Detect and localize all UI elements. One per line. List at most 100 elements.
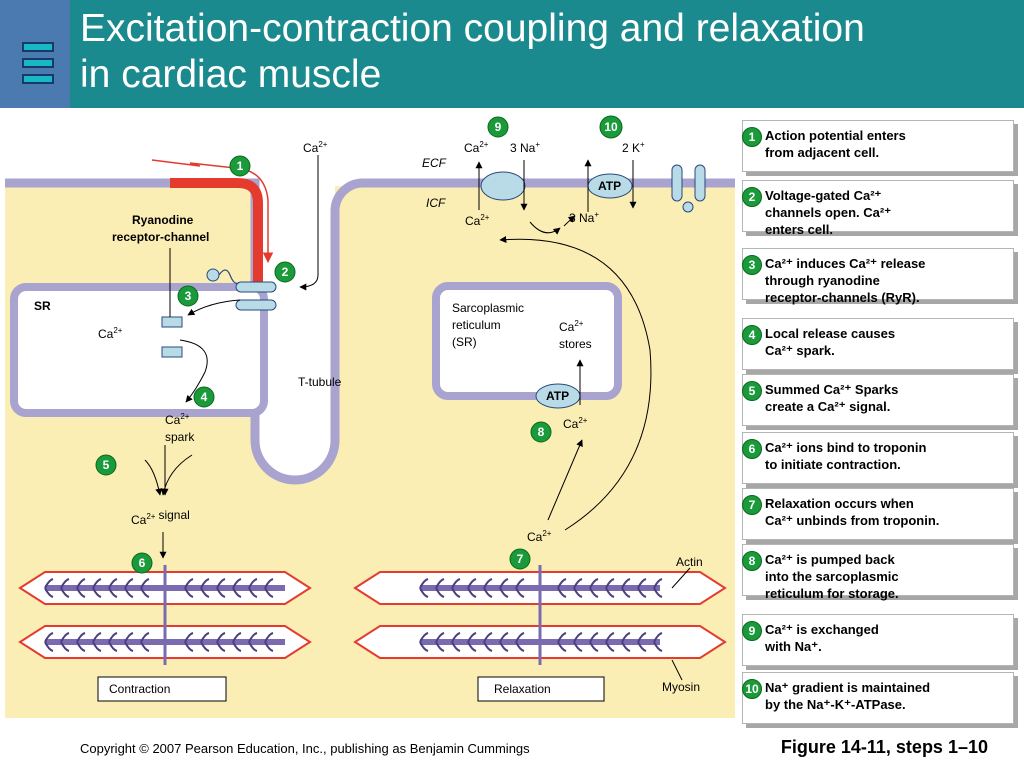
- myosin-head: [589, 632, 599, 643]
- title-line-2: in cardiac muscle: [80, 53, 382, 96]
- myosin-head: [60, 578, 70, 589]
- myosin-head: [232, 578, 242, 589]
- myosin-head: [419, 587, 429, 598]
- myosin-head: [483, 587, 493, 598]
- svg-text:10: 10: [604, 120, 618, 134]
- myosin-head: [621, 632, 631, 643]
- myosin-head: [184, 632, 194, 643]
- myosin-head: [76, 578, 86, 589]
- myosin-head: [605, 632, 615, 643]
- myosin-head: [637, 587, 647, 598]
- myosin-head: [573, 587, 583, 598]
- myosin-head: [216, 641, 226, 652]
- myosin-head: [184, 587, 194, 598]
- sarco-label-2: reticulum: [452, 318, 501, 332]
- myosin-label: Myosin: [662, 680, 700, 694]
- myosin-head: [44, 632, 54, 643]
- ryanodine-label-2: receptor-channel: [112, 230, 209, 244]
- myosin-head: [108, 641, 118, 652]
- step-text: Na⁺ gradient is maintained by the Na⁺-K⁺…: [765, 680, 931, 712]
- step-number-badge: 5: [742, 381, 762, 401]
- ca-entry-arrow: [299, 155, 319, 291]
- spark-summation-arrows: [144, 459, 163, 496]
- sr-left: [10, 283, 268, 417]
- svg-text:9: 9: [495, 120, 502, 134]
- step-text: Voltage-gated Ca²⁺ channels open. Ca²⁺ e…: [765, 188, 892, 237]
- myosin-head: [124, 632, 134, 643]
- myosin-head: [92, 587, 102, 598]
- myosin-head: [451, 578, 461, 589]
- ca-label-relax: Ca2+: [527, 529, 552, 544]
- step-text: Ca²⁺ ions bind to troponin to initiate c…: [765, 440, 927, 472]
- ttubule-label: T-tubule: [298, 375, 342, 389]
- ryanodine-channel-lower: [161, 346, 183, 358]
- na3-label-icf: 3 Na+: [569, 210, 599, 225]
- myosin-head: [44, 587, 54, 598]
- step-number-badge: 10: [742, 679, 762, 699]
- myosin-head: [216, 587, 226, 598]
- myosin-head: [483, 641, 493, 652]
- sarcomere-relaxation: [353, 565, 727, 665]
- myosin-head: [515, 578, 525, 589]
- step-text: Ca²⁺ induces Ca²⁺ release through ryanod…: [765, 256, 926, 305]
- ca-stores-label: Ca2+: [559, 319, 584, 334]
- ca-return-arrow: [499, 236, 652, 531]
- actin-pointer: [671, 567, 691, 589]
- step-text: Local release causes Ca²⁺ spark.: [765, 326, 896, 358]
- myosin-head: [140, 587, 150, 598]
- k-channel: [671, 164, 706, 213]
- myosin-head: [435, 641, 445, 652]
- myosin-head: [60, 632, 70, 643]
- stacked-bars-logo-middle: [22, 58, 54, 68]
- myosin-head: [499, 587, 509, 598]
- myosin-head: [248, 632, 258, 643]
- myosin-head: [483, 578, 493, 589]
- myosin-head: [76, 641, 86, 652]
- myosin-head: [605, 587, 615, 598]
- myosin-head: [264, 641, 274, 652]
- myosin-head: [589, 641, 599, 652]
- svg-text:7: 7: [517, 552, 524, 566]
- atp-label-membrane: ATP: [598, 179, 621, 193]
- myosin-head: [44, 578, 54, 589]
- myosin-head: [557, 578, 567, 589]
- myosin-head: [140, 641, 150, 652]
- badge-10: 10: [599, 115, 623, 139]
- myosin-head: [76, 587, 86, 598]
- myosin-head: [499, 578, 509, 589]
- myosin-pointer: [671, 659, 683, 681]
- myosin-head: [621, 587, 631, 598]
- myosin-head: [653, 641, 663, 652]
- myosin-head: [232, 641, 242, 652]
- myosin-head: [248, 587, 258, 598]
- badge-6: 6: [131, 552, 153, 574]
- badge-5: 5: [95, 454, 117, 476]
- badge-2: 2: [274, 261, 296, 283]
- title-line-1: Excitation-contraction coupling and rela…: [80, 7, 865, 50]
- myosin-head: [637, 578, 647, 589]
- step-text: Action potential enters from adjacent ce…: [765, 128, 906, 160]
- myosin-head: [232, 632, 242, 643]
- svg-text:2: 2: [282, 265, 289, 279]
- svg-text:3: 3: [185, 289, 192, 303]
- copyright-text: Copyright © 2007 Pearson Education, Inc.…: [80, 741, 530, 756]
- actin-label: Actin: [676, 555, 703, 569]
- atp-label-sr: ATP: [546, 389, 569, 403]
- myosin-head: [515, 587, 525, 598]
- myosin-head: [140, 578, 150, 589]
- step-text: Relaxation occurs when Ca²⁺ unbinds from…: [765, 496, 940, 528]
- myosin-head: [419, 578, 429, 589]
- ca-spark-label-2: spark: [165, 430, 195, 444]
- voltage-gated-channel-lower: [235, 299, 277, 311]
- myosin-head: [637, 632, 647, 643]
- ca-label-sr: Ca2+: [98, 326, 123, 341]
- myosin-head: [515, 632, 525, 643]
- svg-text:8: 8: [538, 425, 545, 439]
- myosin-head: [573, 632, 583, 643]
- step-number-badge: 6: [742, 439, 762, 459]
- sarco-label-1: Sarcoplasmic: [452, 301, 524, 315]
- stacked-bars-logo-bottom: [22, 74, 54, 84]
